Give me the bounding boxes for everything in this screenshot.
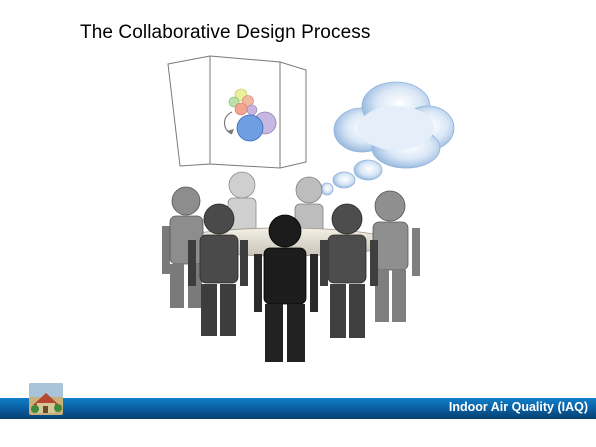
venn-circles-icon	[223, 88, 277, 142]
logo-icon	[29, 383, 63, 415]
person-front	[254, 214, 318, 362]
slide-title: The Collaborative Design Process	[80, 22, 371, 43]
person-left	[188, 203, 248, 336]
people-group-icon	[162, 171, 420, 362]
footer-label: Indoor Air Quality (IAQ)	[448, 400, 588, 414]
person-far-right	[372, 190, 420, 322]
footer-bar: Indoor Air Quality (IAQ)	[0, 398, 596, 419]
person-right	[320, 203, 378, 338]
person-far-left	[162, 186, 204, 308]
bottom-margin	[0, 419, 596, 447]
thought-cloud-icon	[320, 81, 455, 196]
person-back-center-left	[227, 171, 257, 239]
